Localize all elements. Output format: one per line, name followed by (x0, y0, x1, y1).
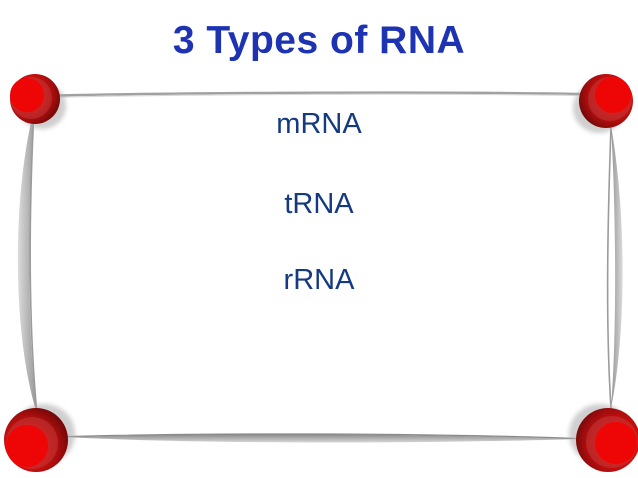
frame-right-rod (606, 125, 623, 409)
corner-pin-top-left-icon (10, 74, 66, 129)
list-item-trna: tRNA (284, 188, 354, 220)
list-item-rrna: rRNA (283, 264, 355, 296)
frame-left-rod (17, 109, 38, 415)
frame-top-rod (57, 91, 584, 98)
corner-pin-top-right-icon (573, 74, 633, 133)
list-item-mrna: mRNA (276, 108, 362, 140)
frame-bottom-rod (63, 433, 582, 443)
pin-highlight (595, 77, 631, 113)
pin-highlight (10, 78, 44, 112)
corner-pin-bottom-right-icon (569, 404, 638, 472)
pin-highlight (595, 422, 637, 464)
slide-title: 3 Types of RNA (172, 19, 466, 62)
corner-pin-bottom-left-icon (4, 404, 75, 472)
pin-highlight (6, 425, 48, 467)
